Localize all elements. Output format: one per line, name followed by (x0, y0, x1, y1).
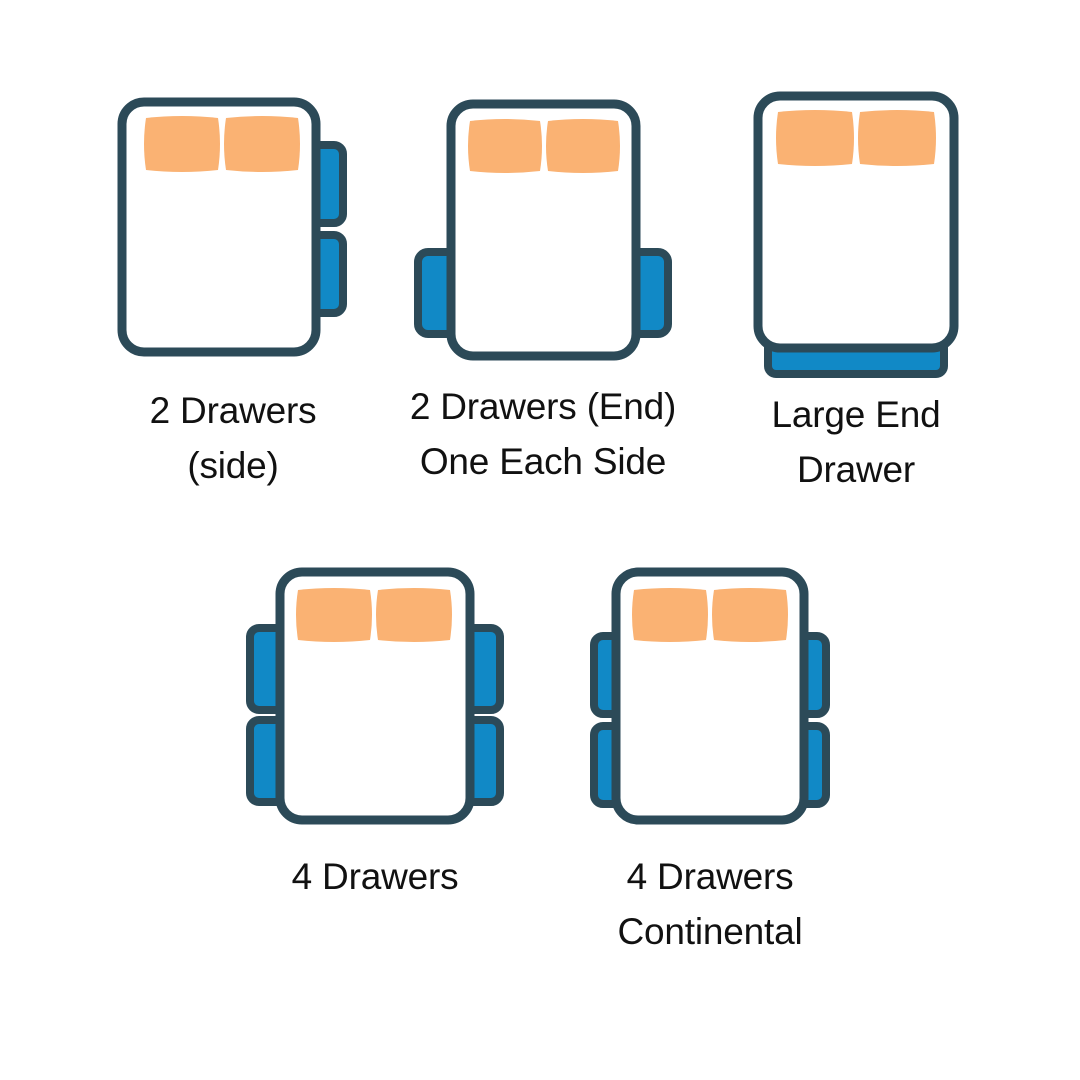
bed-option-four-drawers[interactable]: 4 Drawers (242, 560, 508, 897)
bed-diagram-large-end-drawer (753, 91, 959, 378)
bed-option-label-four-drawers-continental: 4 Drawers Continental (617, 856, 803, 952)
pillow-left (776, 110, 854, 166)
pillow-left (632, 588, 708, 642)
bed-diagram-two-drawers-side (117, 97, 347, 357)
pillow-left (468, 119, 542, 173)
bed-diagram-four-drawers (246, 567, 504, 825)
bed-option-large-end-drawer[interactable]: Large End Drawer (750, 84, 962, 490)
pillow-right (858, 110, 936, 166)
pillow-right (376, 588, 452, 642)
bed-diagram-four-drawers-continental (590, 567, 830, 825)
pillow-right (712, 588, 788, 642)
bed-option-two-drawers-end[interactable]: 2 Drawers (End) One Each Side (408, 88, 678, 482)
pillow-right (224, 116, 300, 172)
pillow-right (546, 119, 620, 173)
pillow-left (296, 588, 372, 642)
bed-option-label-four-drawers: 4 Drawers (291, 856, 459, 897)
bed-option-four-drawers-continental[interactable]: 4 Drawers Continental (584, 560, 836, 952)
bed-option-label-two-drawers-side: 2 Drawers (side) (149, 390, 317, 486)
pillow-left (144, 116, 220, 172)
bed-diagram-two-drawers-end (414, 99, 672, 361)
bed-option-two-drawers-side[interactable]: 2 Drawers (side) (108, 88, 358, 486)
bed-option-label-large-end-drawer: Large End Drawer (771, 394, 941, 490)
bed-option-label-two-drawers-end: 2 Drawers (End) One Each Side (409, 386, 677, 482)
